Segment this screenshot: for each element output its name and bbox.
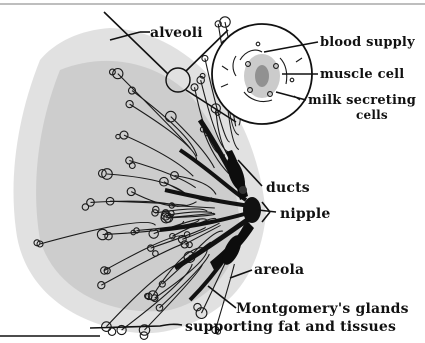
label-supporting-fat: supporting fat and tissues [185, 319, 396, 335]
label-areola: areola [254, 262, 304, 278]
label-nipple: nipple [280, 206, 331, 222]
label-muscle-cell: muscle cell [320, 67, 404, 82]
label-blood-supply: blood supply [320, 35, 415, 50]
label-alveoli: alveoli [150, 25, 203, 41]
label-montgomery-glands: Montgomery's glands [236, 301, 409, 317]
label-milk-secreting: milk secreting [308, 93, 416, 108]
label-milk-secreting-cells: cells [356, 108, 388, 122]
alveolus-bulb [108, 328, 115, 335]
label-ducts: ducts [266, 180, 310, 196]
